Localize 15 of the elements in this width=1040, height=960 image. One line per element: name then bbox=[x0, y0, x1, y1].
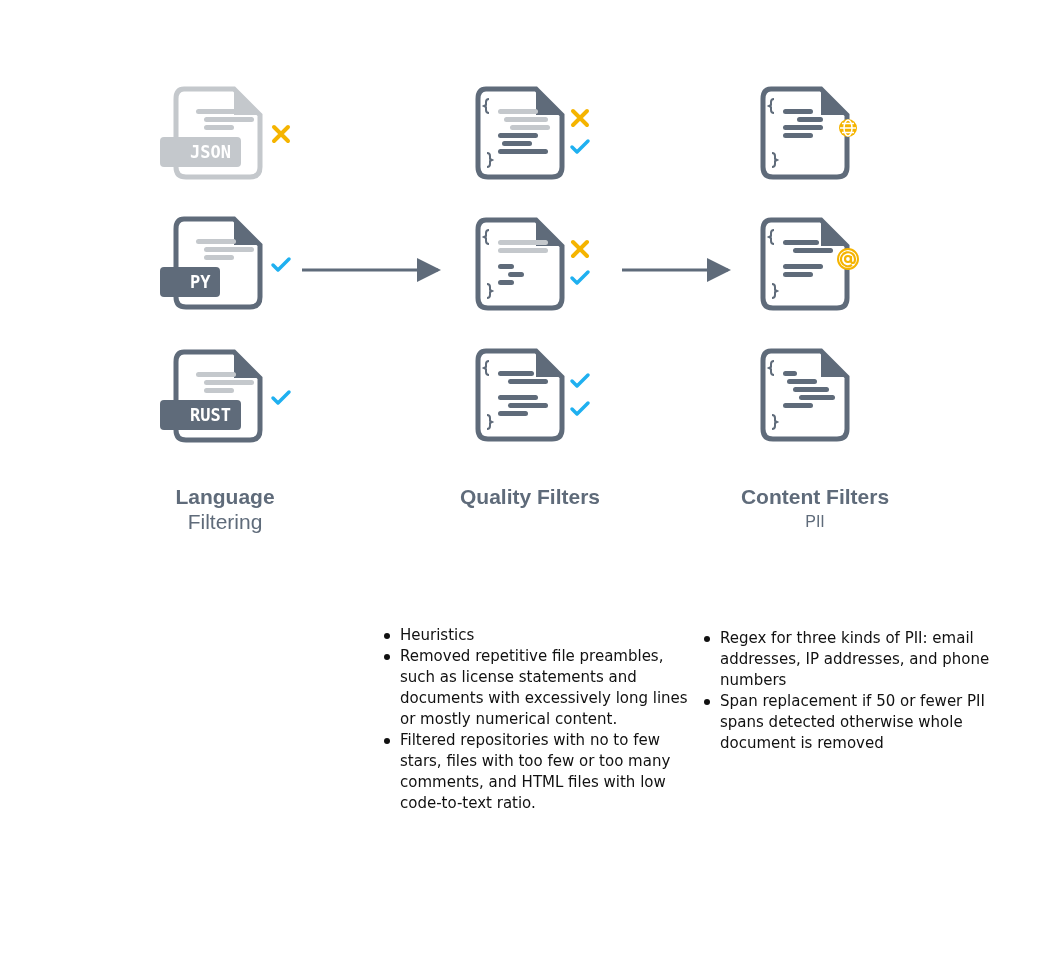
bullet-text: Heuristics bbox=[400, 626, 475, 644]
stage-title: Content Filters bbox=[739, 485, 891, 509]
stage-title: Language bbox=[174, 485, 276, 509]
bullet-text: Regex for three kinds of PII: email addresses, IP addresses, and phone numbers bbox=[720, 629, 990, 689]
bullet-text: Removed repetitive file preambles, such as license statements and documents with excessively long lines or mostly numerical content. bbox=[400, 647, 688, 728]
bullet-text: Filtered repositories with no to few stars, files with too few or too many comments, and HTML files with low code-to-text ratio. bbox=[400, 731, 671, 812]
stage-title: Quality Filters bbox=[458, 485, 601, 509]
file-type-badge: PY bbox=[160, 267, 221, 297]
file-type-badge: JSON bbox=[160, 137, 241, 167]
stage-subtitle: PII bbox=[804, 512, 826, 532]
arrow bbox=[622, 258, 731, 282]
arrow bbox=[302, 258, 441, 282]
file-type-badge: RUST bbox=[160, 400, 241, 430]
stage-subtitle: Filtering bbox=[186, 510, 264, 534]
bullet-text: Span replacement if 50 or fewer PII spans detected otherwise whole document is removed bbox=[720, 692, 985, 752]
